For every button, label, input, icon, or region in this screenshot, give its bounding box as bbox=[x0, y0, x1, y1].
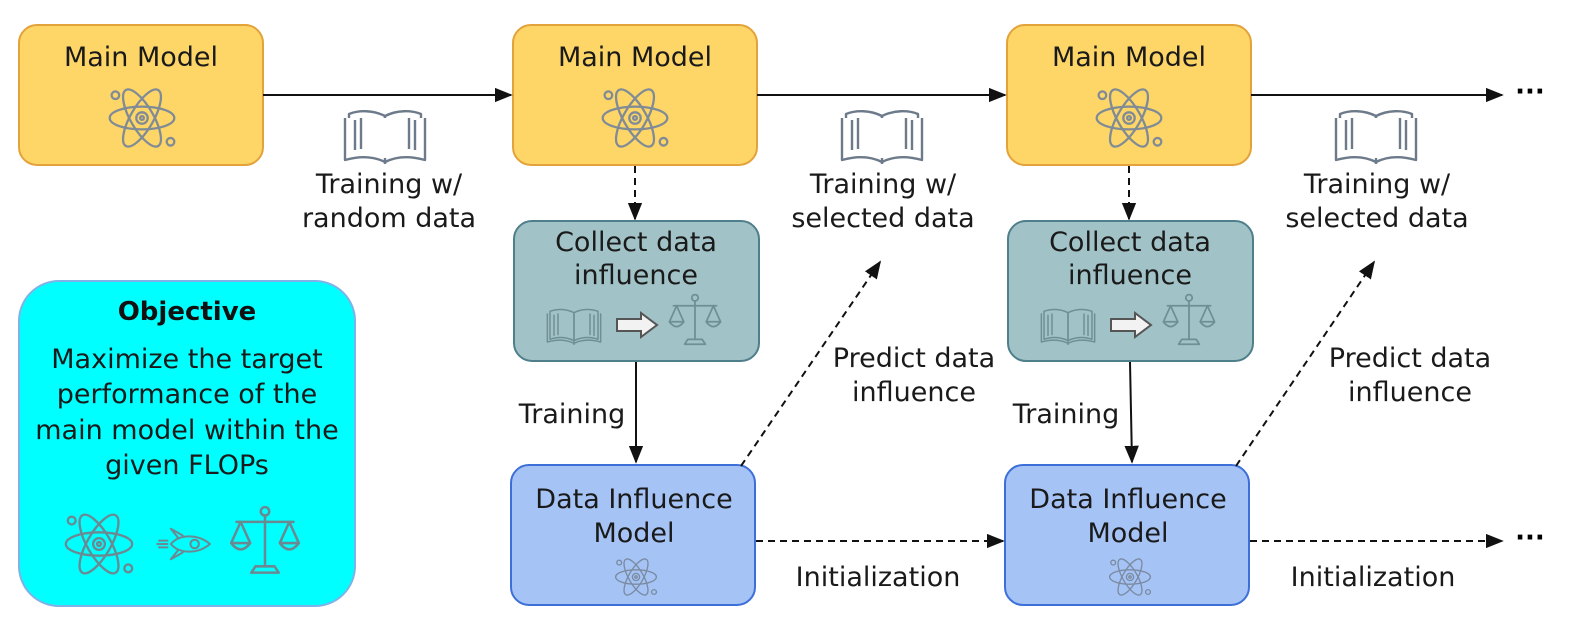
dim-title-line1: Data Influence bbox=[1029, 484, 1226, 515]
label-training-2: Training bbox=[1012, 399, 1120, 430]
dim-title-line1: Data Influence bbox=[535, 484, 732, 515]
continuation-dots-bottom: ··· bbox=[1515, 523, 1545, 553]
collect-title-line2: influence bbox=[574, 260, 698, 291]
book-icon bbox=[343, 110, 427, 164]
data-influence-model-box-2: Data Influence Model bbox=[1004, 464, 1250, 606]
objective-line: given FLOPs bbox=[105, 450, 269, 481]
main-model-title-2: Main Model bbox=[558, 42, 712, 73]
collect-title-line1: Collect data bbox=[1049, 227, 1211, 258]
data-influence-model-box-1: Data Influence Model bbox=[510, 464, 756, 606]
collect-influence-box-2: Collect data influence bbox=[1007, 220, 1254, 362]
main-model-title-3: Main Model bbox=[1052, 42, 1206, 73]
objective-line: main model within the bbox=[35, 415, 339, 446]
main-model-title-1: Main Model bbox=[64, 42, 218, 73]
label-training-selected-2a: selected data bbox=[791, 203, 974, 234]
label-training-selected-2b: selected data bbox=[1285, 203, 1468, 234]
collect-influence-box-1: Collect data influence bbox=[513, 220, 760, 362]
label-initialization-2: Initialization bbox=[1291, 562, 1456, 593]
objective-box: Objective Maximize the target performanc… bbox=[18, 280, 356, 607]
main-model-box-2: Main Model bbox=[512, 24, 758, 166]
main-model-box-1: Main Model bbox=[18, 24, 264, 166]
dim-title-line2: Model bbox=[1087, 518, 1168, 549]
label-training-random-1: Training w/ bbox=[315, 169, 463, 200]
label-predict-1b: Predict data bbox=[1329, 343, 1491, 374]
label-predict-2a: influence bbox=[852, 377, 976, 408]
book-icon bbox=[840, 110, 924, 164]
objective-title: Objective bbox=[118, 297, 257, 327]
collect-title-line2: influence bbox=[1068, 260, 1192, 291]
continuation-dots-top: ··· bbox=[1515, 77, 1545, 107]
arrow-dim-1-predict bbox=[740, 260, 882, 467]
objective-line: performance of the bbox=[57, 379, 317, 410]
collect-title-line1: Collect data bbox=[555, 227, 717, 258]
label-training-selected-1a: Training w/ bbox=[809, 169, 957, 200]
main-model-box-3: Main Model bbox=[1006, 24, 1252, 166]
label-initialization-1: Initialization bbox=[796, 562, 961, 593]
arrow-dim-2-predict bbox=[1235, 260, 1376, 467]
label-training-random-2: random data bbox=[302, 203, 476, 234]
label-predict-2b: influence bbox=[1348, 377, 1472, 408]
objective-line: Maximize the target bbox=[51, 344, 322, 375]
dim-title-line2: Model bbox=[593, 518, 674, 549]
label-training-1: Training bbox=[518, 399, 626, 430]
arrow-collect-to-dim-2 bbox=[1124, 361, 1139, 464]
label-training-selected-1b: Training w/ bbox=[1303, 169, 1451, 200]
label-predict-1a: Predict data bbox=[833, 343, 995, 374]
book-icon bbox=[1334, 110, 1418, 164]
